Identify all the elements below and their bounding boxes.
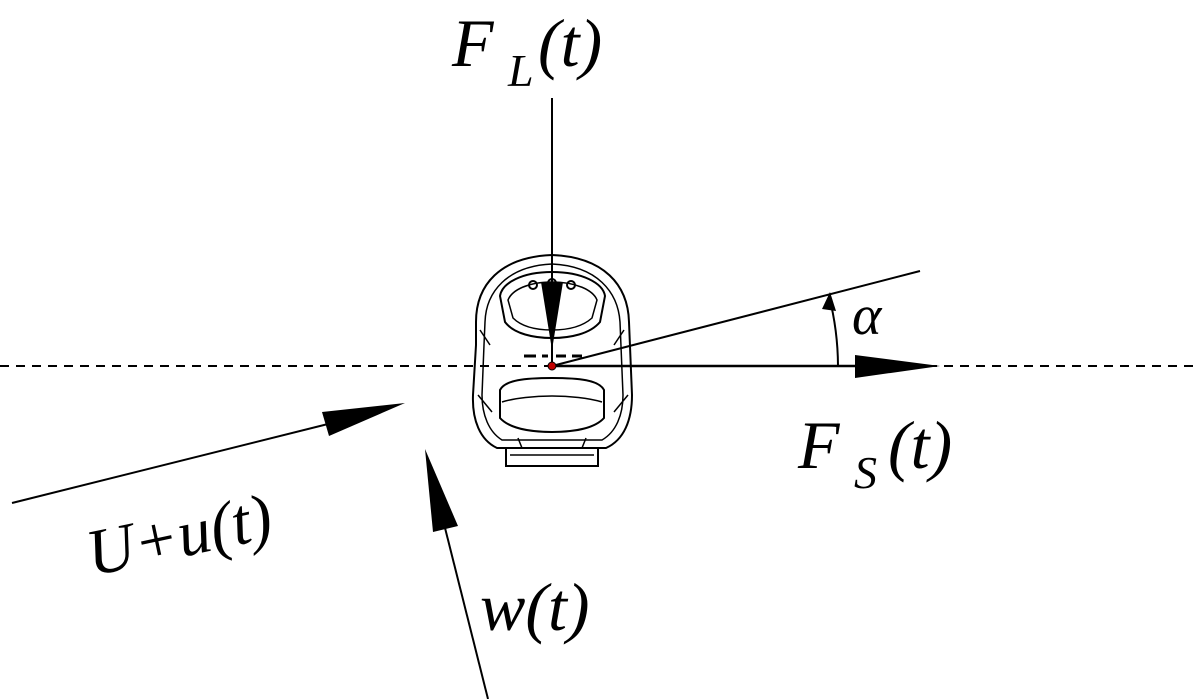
svg-text:(t): (t) xyxy=(538,5,602,81)
center-point xyxy=(547,361,557,371)
wind-speed-arrowhead xyxy=(322,403,405,436)
angle-arc-arrowhead xyxy=(822,292,836,311)
wind-speed-line xyxy=(11,420,341,504)
wind-speed-label: U+u(t) xyxy=(80,480,279,590)
lift-force-label: F L (t) xyxy=(451,5,602,96)
svg-text:S: S xyxy=(854,447,877,498)
svg-text:(t): (t) xyxy=(888,407,952,483)
wind-direction-line xyxy=(551,270,921,367)
vertical-wind-label: w(t) xyxy=(480,569,590,645)
svg-text:F: F xyxy=(797,407,841,483)
svg-text:L: L xyxy=(507,45,534,96)
train-front-icon xyxy=(471,253,634,467)
lift-force-arrowhead xyxy=(541,282,563,350)
side-force-label: F S (t) xyxy=(797,407,952,498)
vertical-wind-arrowhead xyxy=(425,449,458,532)
angle-label: α xyxy=(852,285,883,347)
svg-text:U+u(t): U+u(t) xyxy=(80,480,279,590)
vertical-wind-line xyxy=(437,499,489,699)
svg-text:F: F xyxy=(451,5,495,81)
svg-text:w(t): w(t) xyxy=(480,569,590,645)
side-force-arrowhead xyxy=(855,355,940,378)
